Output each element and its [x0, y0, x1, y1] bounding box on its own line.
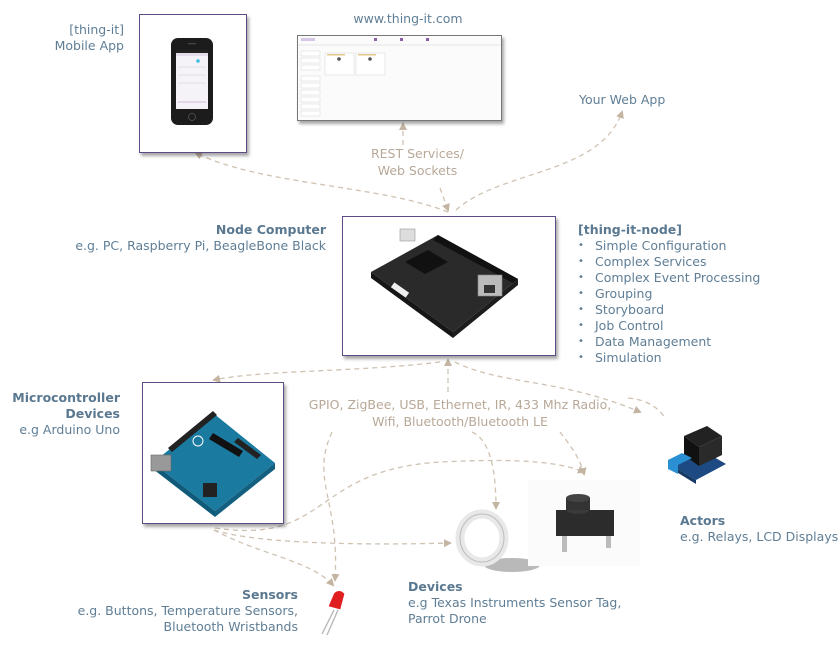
mobile-app-frame [139, 14, 247, 153]
sensors-subtitle-line1: e.g. Buttons, Temperature Sensors, [77, 603, 298, 618]
protocols-line2: Wifi, Bluetooth/Bluetooth LE [372, 414, 548, 429]
actors-label: Actors e.g. Relays, LCD Displays [680, 513, 838, 545]
actors-subtitle: e.g. Relays, LCD Displays [680, 529, 839, 544]
rest-line2: Web Sockets [377, 163, 458, 178]
arrow-rest-to-node [439, 187, 450, 212]
beaglebone-image [371, 228, 518, 338]
devices-label: Devices e.g Texas Instruments Sensor Tag… [408, 579, 621, 627]
mobile-app-line2: Mobile App [54, 38, 124, 53]
feature-item: Simulation [578, 350, 838, 366]
microcontroller-frame [142, 382, 284, 524]
feature-item: Complex Services [578, 254, 838, 270]
protocols-label: GPIO, ZigBee, USB, Ethernet, IR, 433 Mhz… [300, 396, 620, 430]
arrow-mcu-to-wristband [213, 529, 452, 548]
feature-item: Simple Configuration [578, 238, 838, 254]
microcontroller-title-line1: Microcontroller [12, 390, 120, 405]
arrow-proto-to-sensor [323, 431, 340, 582]
microcontroller-subtitle: e.g Arduino Uno [19, 422, 120, 437]
arrow-node-to-actors [454, 361, 642, 414]
node-computer-title: Node Computer [215, 222, 326, 237]
web-dashboard-image [298, 36, 501, 120]
web-dashboard-frame [297, 35, 502, 121]
relay-image [662, 424, 732, 497]
feature-item: Job Control [578, 318, 838, 334]
feature-item: Grouping [578, 286, 838, 302]
feature-item: Data Management [578, 334, 838, 350]
arrow-proto-to-button [559, 431, 587, 476]
actors-title: Actors [680, 513, 726, 528]
smartphone-image [171, 38, 213, 125]
devices-subtitle-line2: Parrot Drone [408, 611, 487, 626]
your-web-app-label: Your Web App [579, 92, 666, 107]
sensors-subtitle-line2: Bluetooth Wristbands [163, 619, 298, 634]
wristband-image [450, 508, 545, 581]
devices-subtitle-line1: e.g Texas Instruments Sensor Tag, [408, 595, 622, 610]
node-computer-frame [342, 216, 556, 356]
microcontroller-title-line2: Devices [65, 406, 120, 421]
arrow-proto-to-actors [627, 397, 666, 419]
push-button-image [528, 480, 640, 566]
sensors-label: Sensors e.g. Buttons, Temperature Sensor… [60, 587, 298, 635]
arrow-mcu-to-sensor [213, 529, 335, 587]
feature-list: Simple Configuration Complex Services Co… [578, 238, 838, 366]
feature-item: Storyboard [578, 302, 838, 318]
mobile-app-line1: [thing-it] [69, 22, 124, 37]
node-computer-subtitle: e.g. PC, Raspberry Pi, BeagleBone Black [75, 238, 326, 253]
mobile-app-label: [thing-it] Mobile App [20, 22, 124, 54]
arrow-node-to-mcu [212, 361, 441, 383]
web-url-label: www.thing-it.com [353, 11, 463, 26]
arrow-node-to-mobile [194, 152, 449, 213]
sensors-title: Sensors [241, 587, 298, 602]
node-computer-label: Node Computer e.g. PC, Raspberry Pi, Bea… [60, 222, 326, 254]
microcontroller-label: Microcontroller Devices e.g Arduino Uno [10, 390, 120, 438]
thing-it-node-title: [thing-it-node] [578, 222, 682, 237]
rest-line1: REST Services/ [370, 146, 465, 161]
devices-title: Devices [408, 579, 463, 594]
rest-services-label: REST Services/ Web Sockets [360, 145, 475, 179]
arrow-proto-to-wristband [471, 431, 500, 510]
arduino-image [150, 411, 275, 517]
arrow-node-to-yourwebapp [455, 110, 624, 211]
protocols-line1: GPIO, ZigBee, USB, Ethernet, IR, 433 Mhz… [308, 397, 612, 412]
led-image [318, 588, 348, 641]
thing-it-node-panel: [thing-it-node] Simple Configuration Com… [578, 222, 838, 366]
feature-item: Complex Event Processing [578, 270, 838, 286]
